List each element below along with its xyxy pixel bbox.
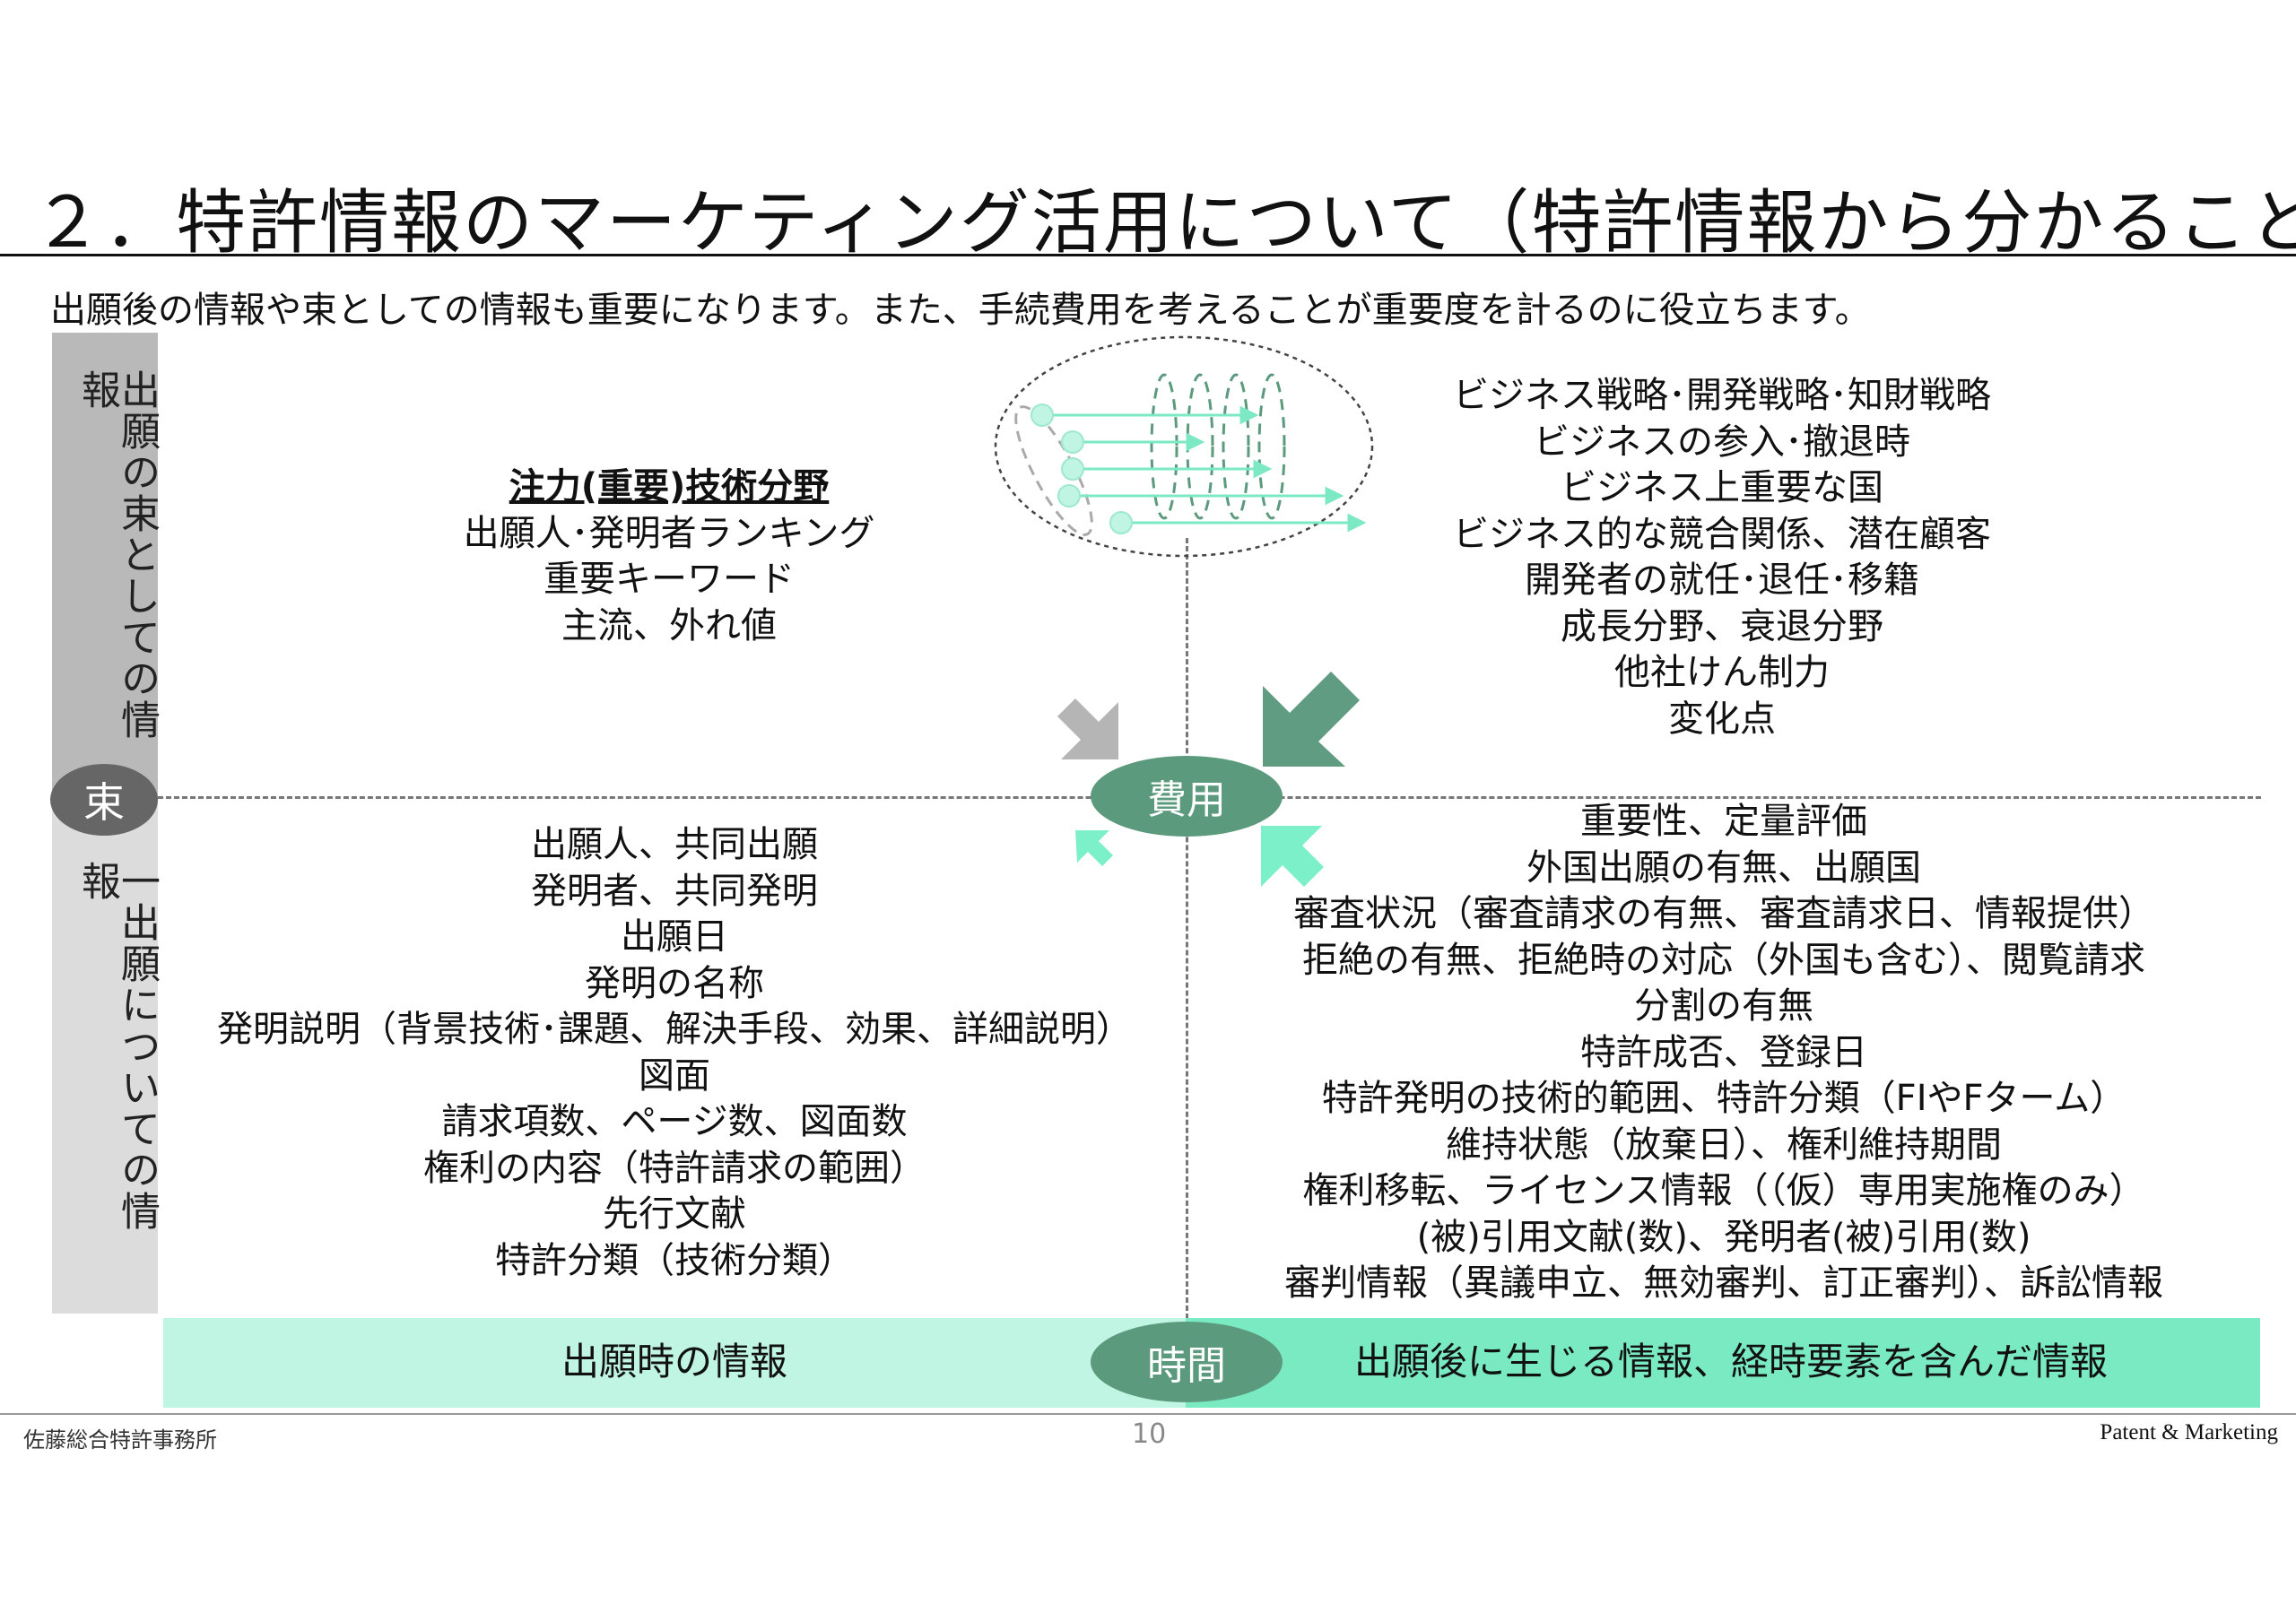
quadrant-top-right: ビジネス戦略･開発戦略･知財戦略 ビジネスの参入･撤退時 ビジネス上重要な国 ビ… <box>1363 373 2081 742</box>
list-item: 権利移転、ライセンス情報（（仮）専用実施権のみ） <box>1186 1168 2262 1215</box>
list-item: 主流、外れ値 <box>283 603 1055 650</box>
key-tech-field-heading: 注力(重要)技術分野 <box>283 464 1055 511</box>
quadrant-bottom-right: 重要性、定量評価 外国出願の有無、出願国 審査状況（審査請求の有無、審査請求日、… <box>1186 799 2262 1307</box>
list-item: 変化点 <box>1363 697 2081 743</box>
list-item: 権利の内容（特許請求の範囲） <box>131 1146 1218 1193</box>
list-item: 出願日 <box>131 915 1218 961</box>
side-label-bundle: 出願の束としての情報 <box>77 369 156 764</box>
list-item: 発明者、共同発明 <box>131 869 1218 915</box>
list-item: 開発者の就任･退任･移籍 <box>1363 558 2081 604</box>
list-item: 重要キーワード <box>283 557 1055 603</box>
arrow-light-green-icon <box>1256 820 1327 892</box>
list-item: 先行文献 <box>131 1192 1218 1238</box>
list-item: 拒絶の有無、拒絶時の対応（外国も含む）、閲覧請求 <box>1186 938 2262 984</box>
list-item: 発明説明（背景技術･課題、解決手段、効果、詳細説明） <box>131 1007 1218 1054</box>
list-item: ビジネスの参入･撤退時 <box>1363 420 2081 466</box>
footer-tagline: Patent & Marketing <box>2063 1420 2278 1445</box>
footer-divider <box>0 1413 2296 1415</box>
list-item: 成長分野、衰退分野 <box>1363 604 2081 651</box>
list-item: 発明の名称 <box>131 961 1218 1008</box>
quadrant-top-left: 注力(重要)技術分野 出願人･発明者ランキング 重要キーワード 主流、外れ値 <box>283 464 1055 649</box>
list-item: 出願人、共同出願 <box>131 822 1218 869</box>
page-subtitle: 出願後の情報や束としての情報も重要になります。また、手続費用を考えることが重要度… <box>50 281 1871 333</box>
title-underline <box>0 254 2296 256</box>
time-oval: 時間 <box>1091 1322 1283 1402</box>
list-item: 特許分類（技術分類） <box>131 1238 1218 1285</box>
at-filing-label: 出願時の情報 <box>163 1331 1186 1386</box>
list-item: 重要性、定量評価 <box>1186 799 2262 846</box>
list-item: (被)引用文献(数)、発明者(被)引用(数) <box>1186 1215 2262 1262</box>
page-title: ２．特許情報のマーケティング活用について（特許情報から分かること） <box>32 167 2296 267</box>
arrow-gray-icon <box>1054 695 1126 767</box>
page-number: 10 <box>1132 1418 1164 1450</box>
list-item: 審判情報（異議申立、無効審判、訂正審判）、訴訟情報 <box>1186 1261 2262 1307</box>
list-item: ビジネス的な競合関係、潜在顧客 <box>1363 512 2081 559</box>
after-filing-label: 出願後に生じる情報、経時要素を含んだ情報 <box>1283 1331 2179 1386</box>
list-item: ビジネス戦略･開発戦略･知財戦略 <box>1363 373 2081 420</box>
quadrant-bottom-left: 出願人、共同出願 発明者、共同発明 出願日 発明の名称 発明説明（背景技術･課題… <box>131 822 1218 1284</box>
arrow-dark-green-icon <box>1256 668 1363 776</box>
list-item: 審査状況（審査請求の有無、審査請求日、情報提供） <box>1186 891 2262 938</box>
list-item: 特許成否、登録日 <box>1186 1030 2262 1077</box>
list-item: 図面 <box>131 1054 1218 1100</box>
list-item: ビジネス上重要な国 <box>1363 465 2081 512</box>
list-item: 他社けん制力 <box>1363 650 2081 697</box>
list-item: 特許発明の技術的範囲、特許分類（FIやFターム） <box>1186 1076 2262 1123</box>
list-item: 出願人･発明者ランキング <box>283 511 1055 558</box>
list-item: 分割の有無 <box>1186 984 2262 1030</box>
footer-firm-name: 佐藤総合特許事務所 <box>23 1422 217 1453</box>
list-item: 請求項数、ページ数、図面数 <box>131 1099 1218 1146</box>
cost-oval: 費用 <box>1091 756 1283 837</box>
list-item: 外国出願の有無、出願国 <box>1186 846 2262 892</box>
arrow-light-green-small-icon <box>1072 825 1117 870</box>
list-item: 維持状態（放棄日）、権利維持期間 <box>1186 1123 2262 1169</box>
